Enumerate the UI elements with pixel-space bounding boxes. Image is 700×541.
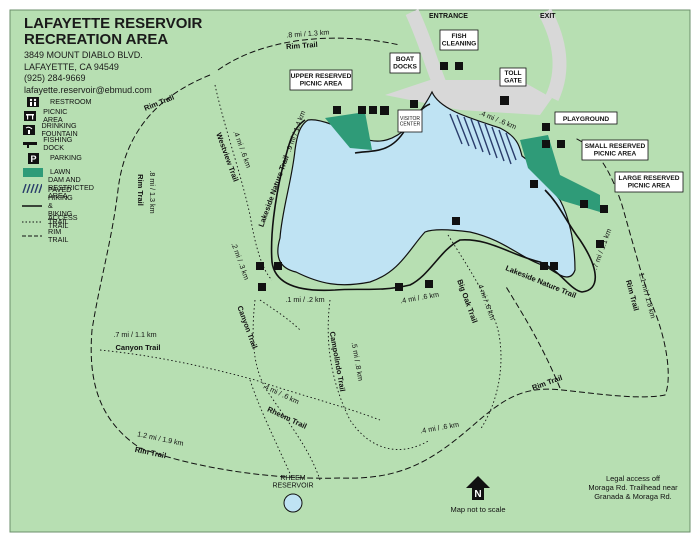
restroom-icon	[22, 96, 44, 108]
scale-note: Map not to scale	[450, 505, 505, 514]
rim-trail	[90, 37, 669, 479]
south-dist-left: .1 mi / .2 km	[285, 295, 324, 304]
toll-gate-box	[499, 67, 527, 87]
exit-label: EXIT	[540, 13, 556, 20]
parking-icon	[380, 106, 389, 115]
phone: (925) 284-9669	[24, 73, 86, 83]
legend-label: ACCESS TRAIL	[48, 213, 78, 230]
legend-fishing-dock: FISHING DOCK	[22, 135, 79, 152]
legend-label: LAWN	[50, 167, 71, 176]
playground-label: PLAYGROUND	[563, 116, 610, 123]
legend-restroom: RESTROOM	[22, 96, 92, 108]
entrance-label: ENTRANCE	[429, 13, 468, 20]
legend-lawn: LAWN	[22, 166, 71, 178]
legend-label: FISHING DOCK	[43, 135, 73, 152]
page-title: LAFAYETTE RESERVOIR	[24, 15, 203, 32]
boat-docks-box	[389, 52, 421, 74]
legend-label: RESTROOM	[50, 97, 92, 106]
playground-box	[554, 111, 618, 125]
picnic-icon	[22, 110, 37, 122]
north-arrow-icon: N	[466, 476, 490, 500]
rheem-reservoir	[283, 493, 303, 513]
access-trails	[99, 84, 502, 481]
canyon-trail-dist: .7 mi / 1.1 km	[113, 330, 156, 339]
map-header: LAFAYETTE RESERVOIR RECREATION AREA 3849…	[24, 16, 202, 96]
legend-rim: RIM TRAIL	[22, 227, 70, 244]
legend-paved: PAVED HIKING & BIKING TRAIL	[22, 186, 75, 226]
small-reserved-box	[581, 139, 649, 161]
parking-icon: P	[22, 152, 44, 164]
parking-icon	[500, 96, 509, 105]
facility-icons	[256, 62, 608, 291]
address: 3849 MOUNT DIABLO BLVD.	[24, 50, 143, 60]
legend-label: DAM AND RESTRICTED AREA	[48, 175, 94, 200]
legal-access-note: Legal access off Moraga Rd. Trailhead ne…	[588, 474, 678, 501]
legend-access: ACCESS TRAIL	[22, 213, 80, 230]
paved-line	[22, 200, 42, 212]
dam	[449, 113, 517, 165]
visitor-center-box	[397, 109, 423, 133]
dam-swatch	[22, 182, 42, 194]
legend-fountain: DRINKING FOUNTAIN	[22, 121, 86, 138]
svg-text:P: P	[30, 154, 36, 164]
rim-top-name: Rim Trail	[286, 40, 318, 51]
upper-lawn	[325, 112, 372, 150]
legend-dam: DAM AND RESTRICTED AREA	[22, 176, 96, 200]
large-reserved-box	[614, 171, 684, 193]
rim-left-dist: .8 mi / 1.3 km	[148, 170, 157, 213]
legend-label: RIM TRAIL	[48, 227, 69, 244]
rim-line	[22, 230, 42, 242]
legend-label: PICNIC AREA	[43, 107, 68, 124]
access-line	[22, 216, 42, 228]
city: LAFAYETTE, CA 94549	[24, 61, 119, 72]
legend-label: PAVED HIKING & BIKING TRAIL	[48, 185, 73, 226]
legend-parking: P PARKING	[22, 152, 82, 164]
canyon-name: Canyon Trail	[115, 343, 160, 352]
legend-label: PARKING	[50, 153, 82, 162]
fish-cleaning-box	[439, 29, 479, 51]
page-subtitle: RECREATION AREA	[24, 31, 169, 48]
fishing-dock-icon	[22, 138, 37, 150]
upper-reserved-box	[289, 69, 353, 91]
fountain-icon	[22, 124, 35, 136]
rim-left-name: Rim Trail	[136, 174, 145, 206]
legend-label: DRINKING FOUNTAIN	[41, 121, 78, 138]
parking-road	[385, 80, 552, 115]
lawn-swatch	[22, 166, 44, 178]
rim-top-dist: .8 mi / 1.3 km	[286, 28, 330, 40]
legend-picnic: PICNIC AREA	[22, 107, 74, 124]
east-lawn	[520, 135, 600, 212]
email: lafayette.reservoir@ebmud.com	[24, 84, 152, 95]
exit-road	[538, 8, 567, 101]
north-label: N	[474, 489, 481, 500]
